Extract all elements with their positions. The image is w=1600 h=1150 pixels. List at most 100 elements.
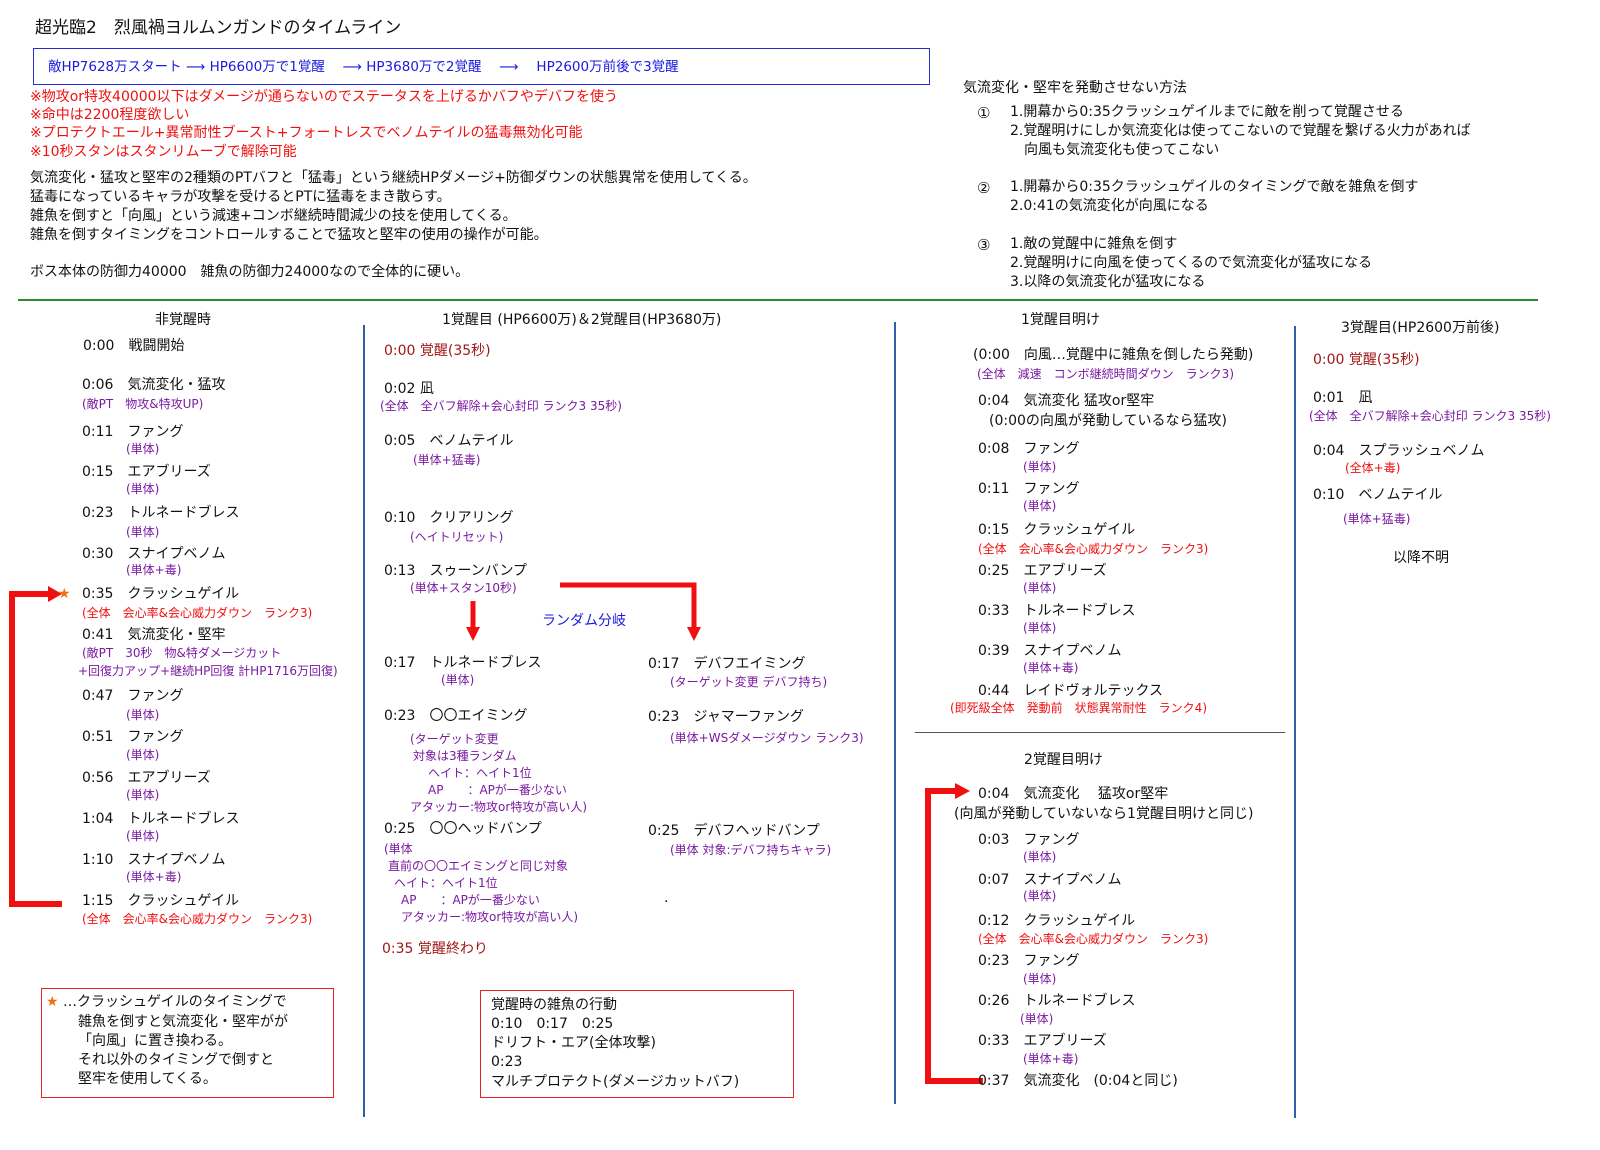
col1-event-detail: (敵PT 物攻&特攻UP) [82,397,204,411]
note-red-4: ※10秒スタンはスタンリムーブで解除可能 [30,144,297,160]
col2-event: 0:02 凪 [384,381,434,397]
col4-event: 0:04 気流変化 猛攻or堅牢 [978,786,1169,802]
col2-event: 0:13 スゥーンバンプ [384,563,528,579]
note-red-2: ※命中は2200程度欲しい [30,107,190,123]
loop-arrow-col1 [9,591,62,907]
minion-actions-box [480,990,794,1098]
col1-event: 1:10 スナイプベノム [82,852,226,868]
col1-event: 0:30 スナイプベノム [82,546,226,562]
col3-header: 1覚醒目明け [1021,312,1100,328]
col1-event-detail: (単体) [126,748,160,762]
method-1-line-2: 2.覚醒明けにしか気流変化は使ってこないので覚醒を繋げる火力があれば [1010,123,1471,139]
method-3-line-1: 1.敵の覚醒中に雑魚を倒す [1010,236,1178,252]
col3-event: 0:08 ファング [978,441,1080,457]
method-1-line-3: 向風も気流変化も使ってこない [1010,142,1220,158]
col1-event: 0:35 クラッシュゲイル [82,586,240,602]
col5-header: 3覚醒目(HP2600万前後) [1341,320,1500,336]
note-2: 猛毒になっているキャラが攻撃を受けるとPTに猛毒をまき散らす。 [30,189,451,205]
col2-branch-a-detail: AP ：APが一番少ない [428,783,567,797]
col1-event: 0:11 ファング [82,424,184,440]
col2-branch-a-detail: 対象は3種ランダム [413,749,517,763]
col1-event-detail: (単体) [126,442,160,456]
col1-event: 0:15 エアブリーズ [82,464,211,480]
method-1-line-1: 1.開幕から0:35クラッシュゲイルまでに敵を削って覚醒させる [1010,104,1404,120]
section-divider [18,299,1538,301]
col5-event: 0:10 ベノムテイル [1313,487,1443,503]
col2-branch-b-detail: (単体 対象:デバフ持ちキャラ) [670,843,832,857]
col2-branch-b-event: 0:25 デバフヘッドバンプ [648,823,820,839]
col1-event-detail: (全体 会心率&会心威力ダウン ランク3) [82,912,313,926]
column-divider-2 [894,322,896,1104]
col3-event: 0:44 レイドヴォルテックス [978,683,1164,699]
method-3-line-3: 3.以降の気流変化が猛攻になる [1010,274,1206,290]
star-note-line: …クラッシュゲイルのタイミングで [63,994,287,1010]
note-1: 気流変化・猛攻と堅牢の2種類のPTバフと「猛毒」という継続HPダメージ+防御ダウ… [30,170,757,186]
col2-branch-a-detail: ヘイト：ヘイト1位 [394,876,498,890]
col1-event-detail: (単体+毒) [126,870,182,884]
note-3: 雑魚を倒すと「向風」という減速+コンボ継続時間減少の技を使用してくる。 [30,208,517,224]
minion-actions-line: 0:23 [491,1054,523,1070]
col4-event: 0:07 スナイプベノム [978,872,1122,888]
col3-event: 0:15 クラッシュゲイル [978,522,1136,538]
loop-arrow-col4 [925,788,983,1084]
col3-event-detail: (全体 減速 コンボ継続時間ダウン ランク3) [977,367,1234,381]
method-title: 気流変化・堅牢を発動させない方法 [963,80,1187,96]
minion-actions-line: マルチプロテクト(ダメージカットバフ) [491,1074,740,1090]
col1-event-detail: (単体) [126,708,160,722]
star-note-line: 雑魚を倒すと気流変化・堅牢がが [78,1014,288,1030]
col1-event: 1:04 トルネードブレス [82,811,240,827]
col5-event-detail: (全体 全バフ解除+会心封印 ランク3 35秒) [1309,409,1551,423]
col5-event-detail: (単体+猛毒) [1343,512,1411,526]
column-divider-3 [1294,326,1296,1118]
col1-event-detail: (敵PT 30秒 物&特ダメージカット [82,646,282,660]
col5-unknown-note: 以降不明 [1393,550,1449,566]
method-2-line-2: 2.0:41の気流変化が向風になる [1010,198,1209,214]
col3-event: 0:11 ファング [978,481,1080,497]
col4-event-detail: (単体+毒) [1023,1052,1079,1066]
col3-event: 0:25 エアブリーズ [978,563,1107,579]
col4-event: 0:23 ファング [978,953,1080,969]
col1-event-detail: (単体) [126,482,160,496]
col2-event-detail: (単体+猛毒) [413,453,481,467]
col4-event-detail: (単体) [1023,889,1057,903]
branch-arrow-left-head [466,627,480,641]
col2-branch-a-event: 0:23 〇〇エイミング [384,708,528,724]
page-title: 超光臨2 烈風禍ヨルムンガンドのタイムライン [35,18,402,38]
col1-event-detail: (単体) [126,829,160,843]
star-note-box [41,988,334,1098]
col1-event: 0:00 戦闘開始 [83,338,185,354]
method-2-line-1: 1.開幕から0:35クラッシュゲイルのタイミングで敵を雑魚を倒す [1010,179,1419,195]
col2-event: 0:00 覚醒(35秒) [384,343,491,359]
col2-branch-a-detail: アタッカー:物攻or特攻が高い人) [410,800,588,814]
col3-event-detail: (単体+毒) [1023,661,1079,675]
col2-branch-a-detail: アタッカー:物攻or特攻が高い人) [401,910,579,924]
col2-branch-b-event: 0:17 デバフエイミング [648,656,806,672]
branch-arrow-right-head [687,627,701,641]
loop-arrow-col1-head [48,586,62,602]
note-red-3: ※プロテクトエール+異常耐性ブースト+フォートレスでベノムテイルの猛毒無効化可能 [30,125,583,141]
awakening-divider [915,732,1285,733]
note-4: 雑魚を倒すタイミングをコントロールすることで猛攻と堅牢の使用の操作が可能。 [30,227,548,243]
col1-event-detail: (単体) [126,788,160,802]
note-defense: ボス本体の防御力40000 雑魚の防御力24000なので全体的に硬い。 [30,264,470,280]
col4-event: 0:37 気流変化 (0:04と同じ) [978,1073,1178,1089]
star-note-line: 「向風」に置き換わる。 [78,1033,232,1049]
star-note-line: それ以外のタイミングで倒すと [78,1052,274,1068]
col2-event: 0:05 ベノムテイル [384,433,514,449]
star-icon: ★ [46,994,59,1010]
col5-event: 0:00 覚醒(35秒) [1313,352,1420,368]
col2-event: 0:10 クリアリング [384,510,514,526]
col2-branch-a-detail: (単体 [384,842,413,856]
col3-event-note: (0:00の向風が発動しているなら猛攻) [989,413,1227,429]
col1-event: 0:06 気流変化・猛攻 [82,377,226,393]
col1-event-detail: (単体+毒) [126,563,182,577]
minion-actions-title: 覚醒時の雑魚の行動 [491,997,617,1013]
col1-event: 0:51 ファング [82,729,184,745]
col2-branch-b-detail: (単体+WSダメージダウン ランク3) [670,731,864,745]
col2-branch-a-event: 0:17 トルネードブレス [384,655,542,671]
star-icon: ★ [58,586,71,602]
col2-branch-a-detail: (ターゲット変更 [410,732,499,746]
col2-event-detail: (ヘイトリセット) [410,530,504,544]
col4-event-note: (向風が発動していないなら1覚醒目明けと同じ) [954,806,1254,822]
